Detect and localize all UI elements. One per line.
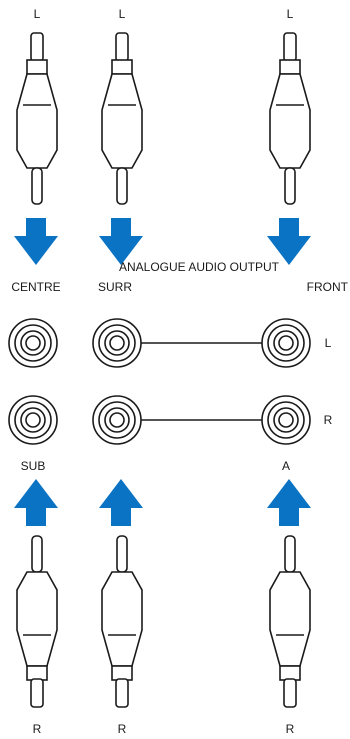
- arrow-down-centre: [14, 218, 58, 265]
- top-plug-label: L: [287, 7, 294, 21]
- bottom-plug-surr: R: [101, 535, 143, 736]
- panel-title: ANALOGUE AUDIO OUTPUT: [119, 260, 280, 274]
- jack-surr-top: [92, 318, 142, 368]
- top-plug-front: L: [269, 7, 311, 205]
- top-plug-surr: L: [101, 7, 143, 205]
- jack-centre-top: [8, 318, 58, 368]
- bottom-plug-sub: R: [16, 535, 58, 736]
- row-label-l: L: [325, 336, 332, 350]
- arrow-down-surr: [99, 218, 143, 265]
- arrow-up-front: [267, 479, 311, 526]
- top-plug-centre: L: [16, 7, 58, 205]
- jack-front-bottom: [261, 395, 311, 445]
- jack-front-top: [261, 318, 311, 368]
- arrow-up-surr: [99, 479, 143, 526]
- bottom-plug-front: R: [269, 535, 311, 736]
- group-label-front: FRONT: [307, 280, 349, 294]
- jack-surr-bottom: [92, 395, 142, 445]
- label-a: A: [282, 459, 290, 473]
- jack-centre-bottom: [8, 395, 58, 445]
- label-sub: SUB: [21, 459, 46, 473]
- top-plug-label: L: [34, 7, 41, 21]
- bottom-plug-label: R: [286, 722, 295, 736]
- bottom-plug-label: R: [118, 722, 127, 736]
- arrow-down-front: [267, 218, 311, 265]
- group-label-centre: CENTRE: [11, 280, 60, 294]
- top-plug-label: L: [119, 7, 126, 21]
- group-label-surr: SURR: [98, 280, 132, 294]
- bottom-plug-label: R: [33, 722, 42, 736]
- arrow-up-sub: [14, 479, 58, 526]
- row-label-r: R: [324, 413, 333, 427]
